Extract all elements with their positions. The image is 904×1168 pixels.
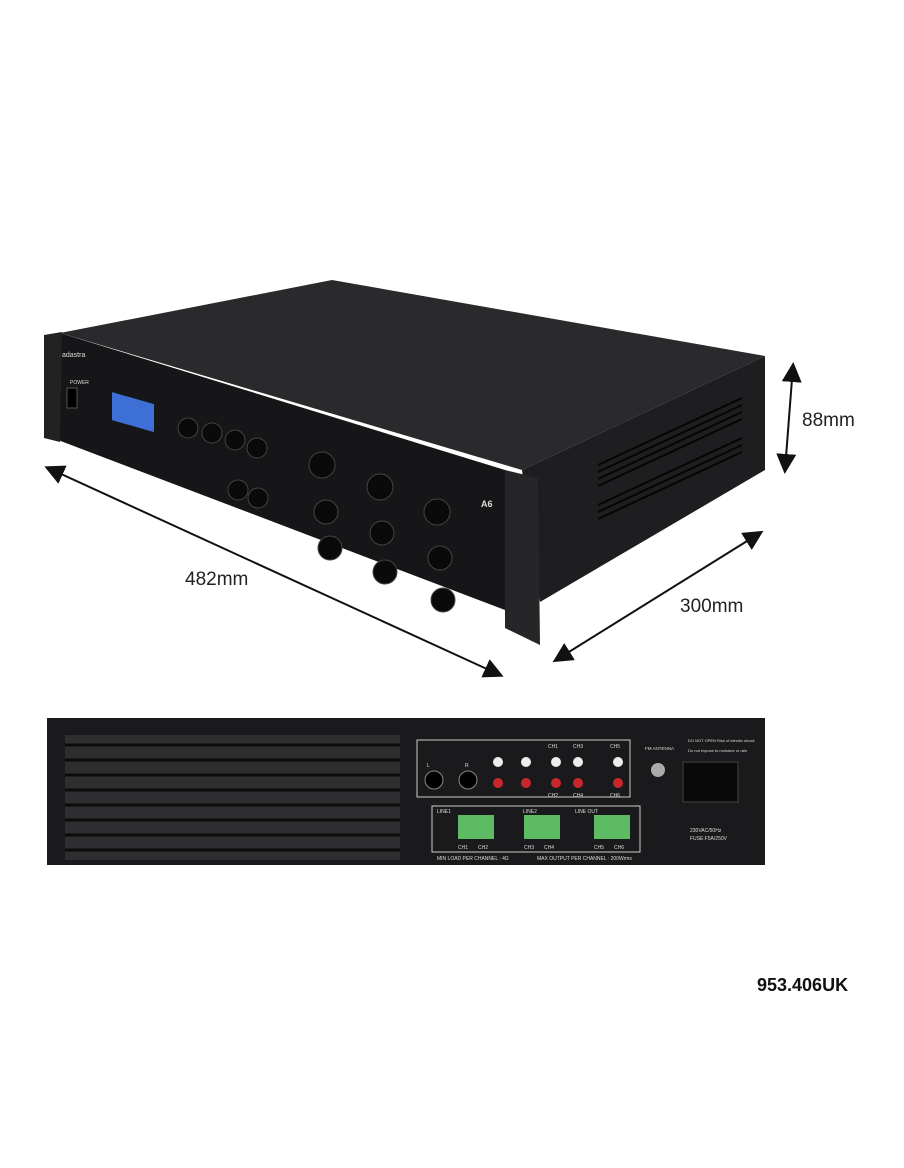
power-label: POWER — [70, 380, 89, 386]
rca-red[interactable] — [493, 778, 623, 788]
speakon-jacks[interactable] — [424, 770, 478, 790]
power-switch[interactable] — [66, 387, 78, 409]
line2-label: LINE2 — [523, 809, 537, 815]
amp-top-face — [60, 280, 765, 470]
max-output-text: MAX OUTPUT PER CHANNEL : 200Wrms — [537, 856, 632, 862]
warning-text: DO NOT OPEN Risk of electric shock — [688, 738, 755, 743]
speaker-terminals[interactable] — [458, 815, 630, 839]
height-arrow — [776, 362, 802, 474]
terminal-label: CH6 — [614, 845, 624, 851]
width-arrow — [44, 465, 504, 678]
channel-label: CH1 — [548, 744, 558, 750]
fm-antenna-connector[interactable] — [651, 763, 665, 777]
channel-label: CH6 — [610, 793, 620, 799]
vent-slots — [597, 397, 743, 520]
channel-label: CH3 — [573, 744, 583, 750]
input-label: R — [465, 763, 469, 769]
iec-power-inlet[interactable] — [682, 761, 739, 803]
warning-text: Do not expose to moisture or rain — [688, 748, 747, 753]
fm-antenna-label: FM ANTENNA — [645, 746, 674, 751]
min-load-text: MIN LOAD PER CHANNEL : 4Ω — [437, 856, 509, 862]
amplifier-front-view: adastra POWER A6 — [44, 280, 765, 645]
terminal-label: CH5 — [594, 845, 604, 851]
terminal-label: CH3 — [524, 845, 534, 851]
brand-logo: adastra — [62, 352, 85, 359]
input-label: L — [427, 763, 430, 769]
terminal-label: CH4 — [544, 845, 554, 851]
channel-label: CH5 — [610, 744, 620, 750]
width-dimension-label: 482mm — [185, 569, 249, 590]
rear-vent-grille — [65, 735, 400, 860]
power-rating: 230VAC/50Hz — [690, 828, 722, 834]
rca-white[interactable] — [493, 757, 623, 767]
rack-ear-right — [505, 470, 540, 645]
height-dimension-label: 88mm — [802, 410, 855, 431]
fuse-rating: FUSE:F5A/250V — [690, 836, 728, 842]
depth-arrow — [552, 530, 764, 663]
channel-label: CH4 — [573, 793, 583, 799]
terminal-label: CH1 — [458, 845, 468, 851]
channel-label: CH2 — [548, 793, 558, 799]
depth-dimension-label: 300mm — [680, 596, 744, 617]
line1-label: LINE1 — [437, 809, 451, 815]
product-code: 953.406UK — [757, 975, 849, 995]
line-out-label: LINE OUT — [575, 809, 598, 815]
terminal-label: CH2 — [478, 845, 488, 851]
amplifier-rear-view: LINE1 LINE2 LINE OUT CH1 CH2 CH3 CH4 CH5… — [47, 718, 765, 865]
rack-ear-left — [44, 332, 62, 442]
lcd-display — [112, 392, 154, 433]
model-label: A6 — [481, 499, 493, 509]
